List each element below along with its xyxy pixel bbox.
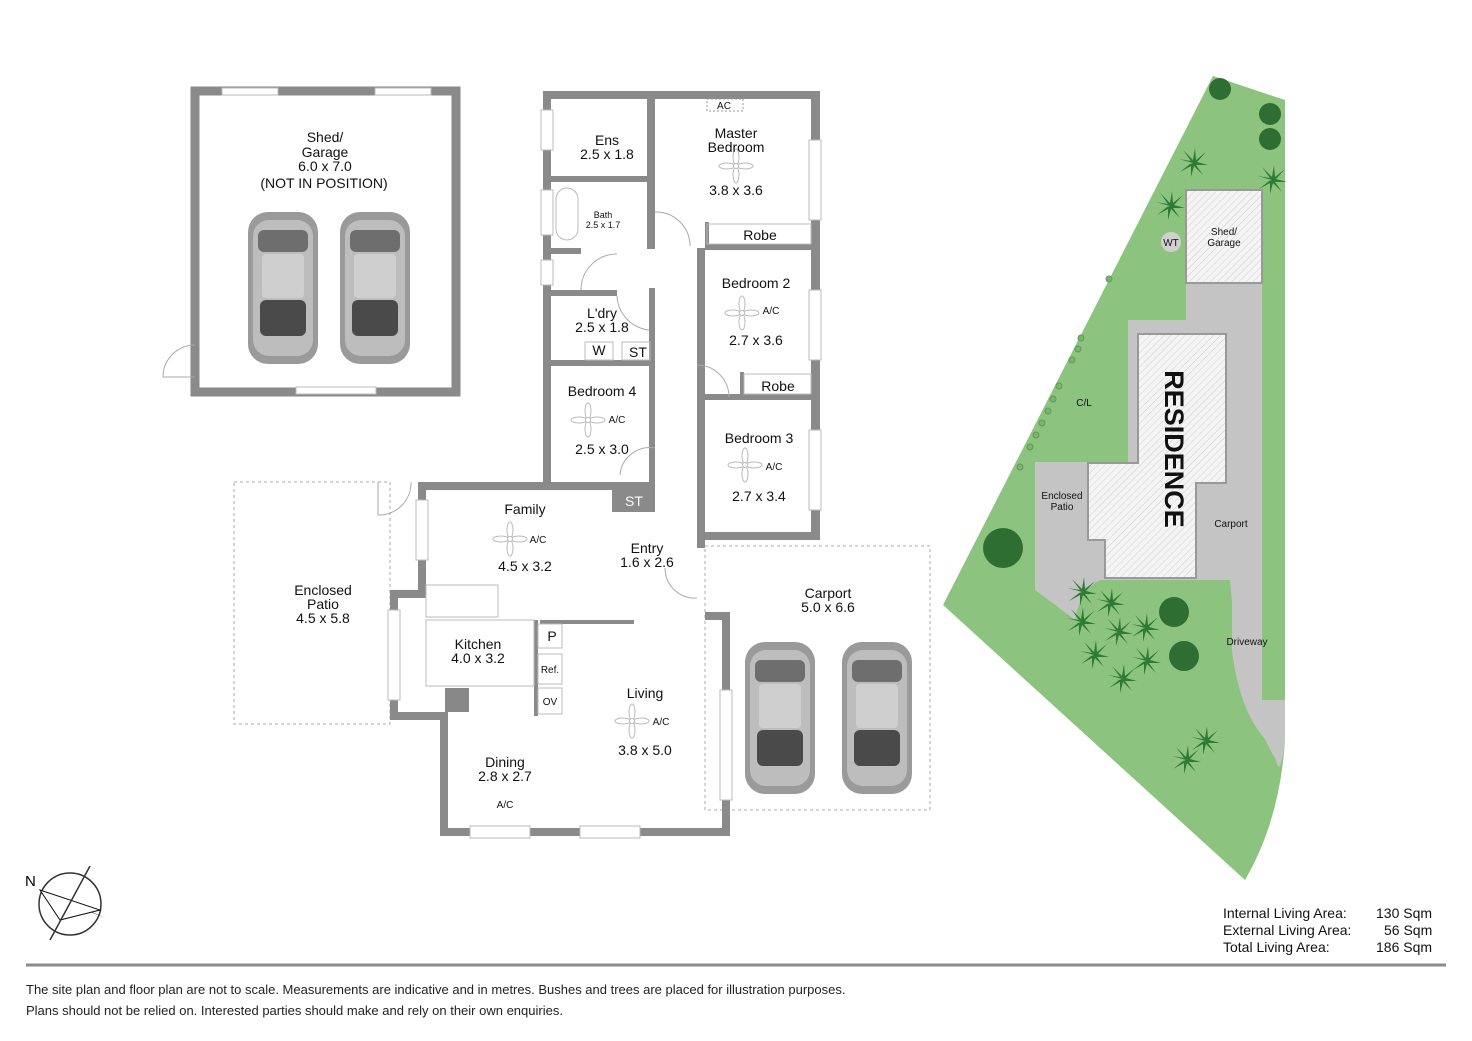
ac-label: A/C xyxy=(530,535,547,546)
site-shed-label: Shed/ xyxy=(1211,227,1237,238)
oven-label: OV xyxy=(543,697,558,708)
site-shed-label: Garage xyxy=(1207,238,1241,249)
water-tank-label: WT xyxy=(1163,238,1179,249)
residence-label: RESIDENCE xyxy=(1159,370,1189,528)
room-name: Living xyxy=(627,685,664,701)
room-size: 2.8 x 2.7 xyxy=(478,768,532,784)
area-label: External Living Area: xyxy=(1223,922,1352,938)
area-value: 56 Sqm xyxy=(1384,922,1433,938)
car-icon xyxy=(248,212,318,364)
room-size: 4.5 x 3.2 xyxy=(498,558,552,574)
shed-label: Garage xyxy=(302,144,349,160)
site-carport-label: Carport xyxy=(1214,519,1248,530)
clothesline-label: C/L xyxy=(1076,398,1092,409)
shed-size: 6.0 x 7.0 xyxy=(298,158,352,174)
room-size: 2.7 x 3.4 xyxy=(732,488,786,504)
ac-label: A/C xyxy=(653,717,670,728)
room-name: L'dry xyxy=(587,305,617,321)
north-compass-icon xyxy=(38,865,106,941)
room-name: Kitchen xyxy=(455,636,502,652)
car-icon xyxy=(340,212,410,364)
storage-label: ST xyxy=(629,344,647,360)
ac-label: A/C xyxy=(763,306,780,317)
room-name: Ens xyxy=(595,132,619,148)
room-name: Master xyxy=(715,125,758,141)
shed-note: (NOT IN POSITION) xyxy=(260,175,387,191)
room-size: 3.8 x 5.0 xyxy=(618,742,672,758)
area-label: Internal Living Area: xyxy=(1223,905,1347,921)
car-icon xyxy=(745,642,815,794)
room-size: 4.0 x 3.2 xyxy=(451,650,505,666)
room-name: Enclosed xyxy=(294,582,352,598)
storage-label: ST xyxy=(625,493,643,509)
disclaimer-line: The site plan and floor plan are not to … xyxy=(26,982,846,997)
room-name: Bedroom 2 xyxy=(722,275,791,291)
washer-label: W xyxy=(592,342,606,358)
area-value: 186 Sqm xyxy=(1376,939,1433,955)
site-plan xyxy=(943,76,1287,880)
carport-area xyxy=(704,545,931,811)
robe-label: Robe xyxy=(761,378,795,394)
disclaimer-line: Plans should not be relied on. Intereste… xyxy=(26,1003,563,1018)
pantry-label: P xyxy=(547,628,556,644)
site-patio-label: Enclosed xyxy=(1041,491,1082,502)
fridge-label: Ref. xyxy=(541,665,559,676)
room-name: Entry xyxy=(631,540,664,556)
room-labels: Ens 2.5 x 1.8 Bath 2.5 x 1.7 AC Master B… xyxy=(294,101,855,811)
room-size: 3.8 x 3.6 xyxy=(709,182,763,198)
shed-label: Shed/ xyxy=(307,129,344,145)
ac-label: A/C xyxy=(609,415,626,426)
room-name: Bedroom xyxy=(708,139,765,155)
ac-label: A/C xyxy=(497,800,514,811)
car-icon xyxy=(842,642,912,794)
room-name: Bedroom 4 xyxy=(568,383,637,399)
room-name: Bath xyxy=(594,210,613,220)
room-size: 2.7 x 3.6 xyxy=(729,332,783,348)
room-size: 2.5 x 1.8 xyxy=(575,319,629,335)
shed-garage xyxy=(162,86,461,397)
room-size: 5.0 x 6.6 xyxy=(801,599,855,615)
area-label: Total Living Area: xyxy=(1223,939,1330,955)
room-size: 2.5 x 3.0 xyxy=(575,441,629,457)
room-name: Carport xyxy=(805,585,852,601)
room-size: 4.5 x 5.8 xyxy=(296,610,350,626)
room-name: Bedroom 3 xyxy=(725,430,794,446)
driveway-label: Driveway xyxy=(1226,637,1267,648)
house-walls xyxy=(377,91,822,839)
ac-label: A/C xyxy=(766,462,783,473)
room-size: 2.5 x 1.7 xyxy=(586,220,621,230)
room-name: Patio xyxy=(307,596,339,612)
room-name: Dining xyxy=(485,754,525,770)
ac-label: AC xyxy=(717,101,731,112)
north-label: N xyxy=(25,873,36,890)
area-value: 130 Sqm xyxy=(1376,905,1433,921)
robe-label: Robe xyxy=(743,227,777,243)
room-size: 2.5 x 1.8 xyxy=(580,146,634,162)
room-size: 1.6 x 2.6 xyxy=(620,554,674,570)
room-name: Family xyxy=(504,501,545,517)
site-patio-label: Patio xyxy=(1051,502,1074,513)
